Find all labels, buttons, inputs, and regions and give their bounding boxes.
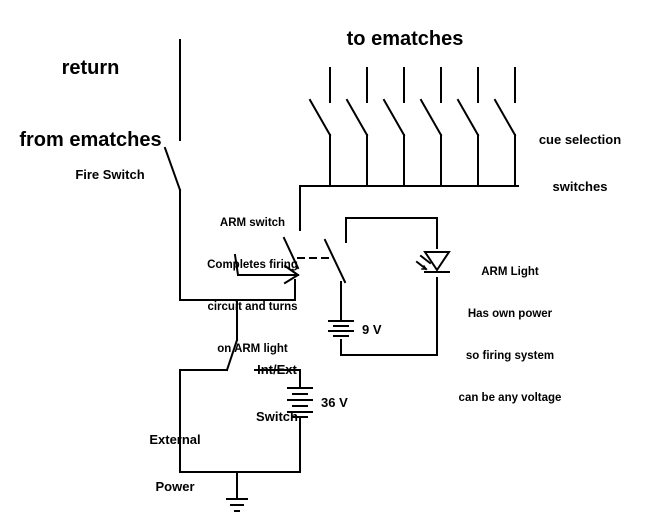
battery-36v-label: 36 V	[321, 395, 348, 410]
return-label: return from ematches	[19, 57, 162, 151]
cue-selection-switches	[308, 67, 517, 186]
arm-light-label: ARM Light Has own power so firing system…	[458, 266, 562, 405]
arm-light-circuit-wire	[340, 217, 438, 356]
int-ext-switch-label: Int/Ext Switch	[256, 361, 298, 425]
cue-selection-label: cue selection switches	[538, 131, 622, 195]
int-ext-switch	[225, 338, 239, 372]
internal-power-wire	[254, 369, 301, 473]
external-power-label: External Power	[149, 431, 201, 495]
ground-icon	[226, 471, 248, 512]
fire-switch-label: Fire Switch	[75, 167, 145, 182]
to-ematches-label: to ematches	[346, 28, 464, 50]
arm-switch-label: ARM switch Completes firing circuit and …	[207, 217, 298, 356]
led-icon	[415, 251, 451, 273]
battery-36v-icon	[287, 387, 313, 418]
arm-switch	[282, 236, 300, 270]
fire-switch	[163, 146, 182, 192]
arm-light-switch	[323, 238, 347, 284]
cue-bus	[299, 185, 519, 231]
external-power-wire	[179, 369, 301, 473]
battery-9v-icon	[328, 320, 354, 337]
arm-indicator-arrow	[233, 253, 300, 285]
battery-9v-label: 9 V	[362, 322, 382, 337]
